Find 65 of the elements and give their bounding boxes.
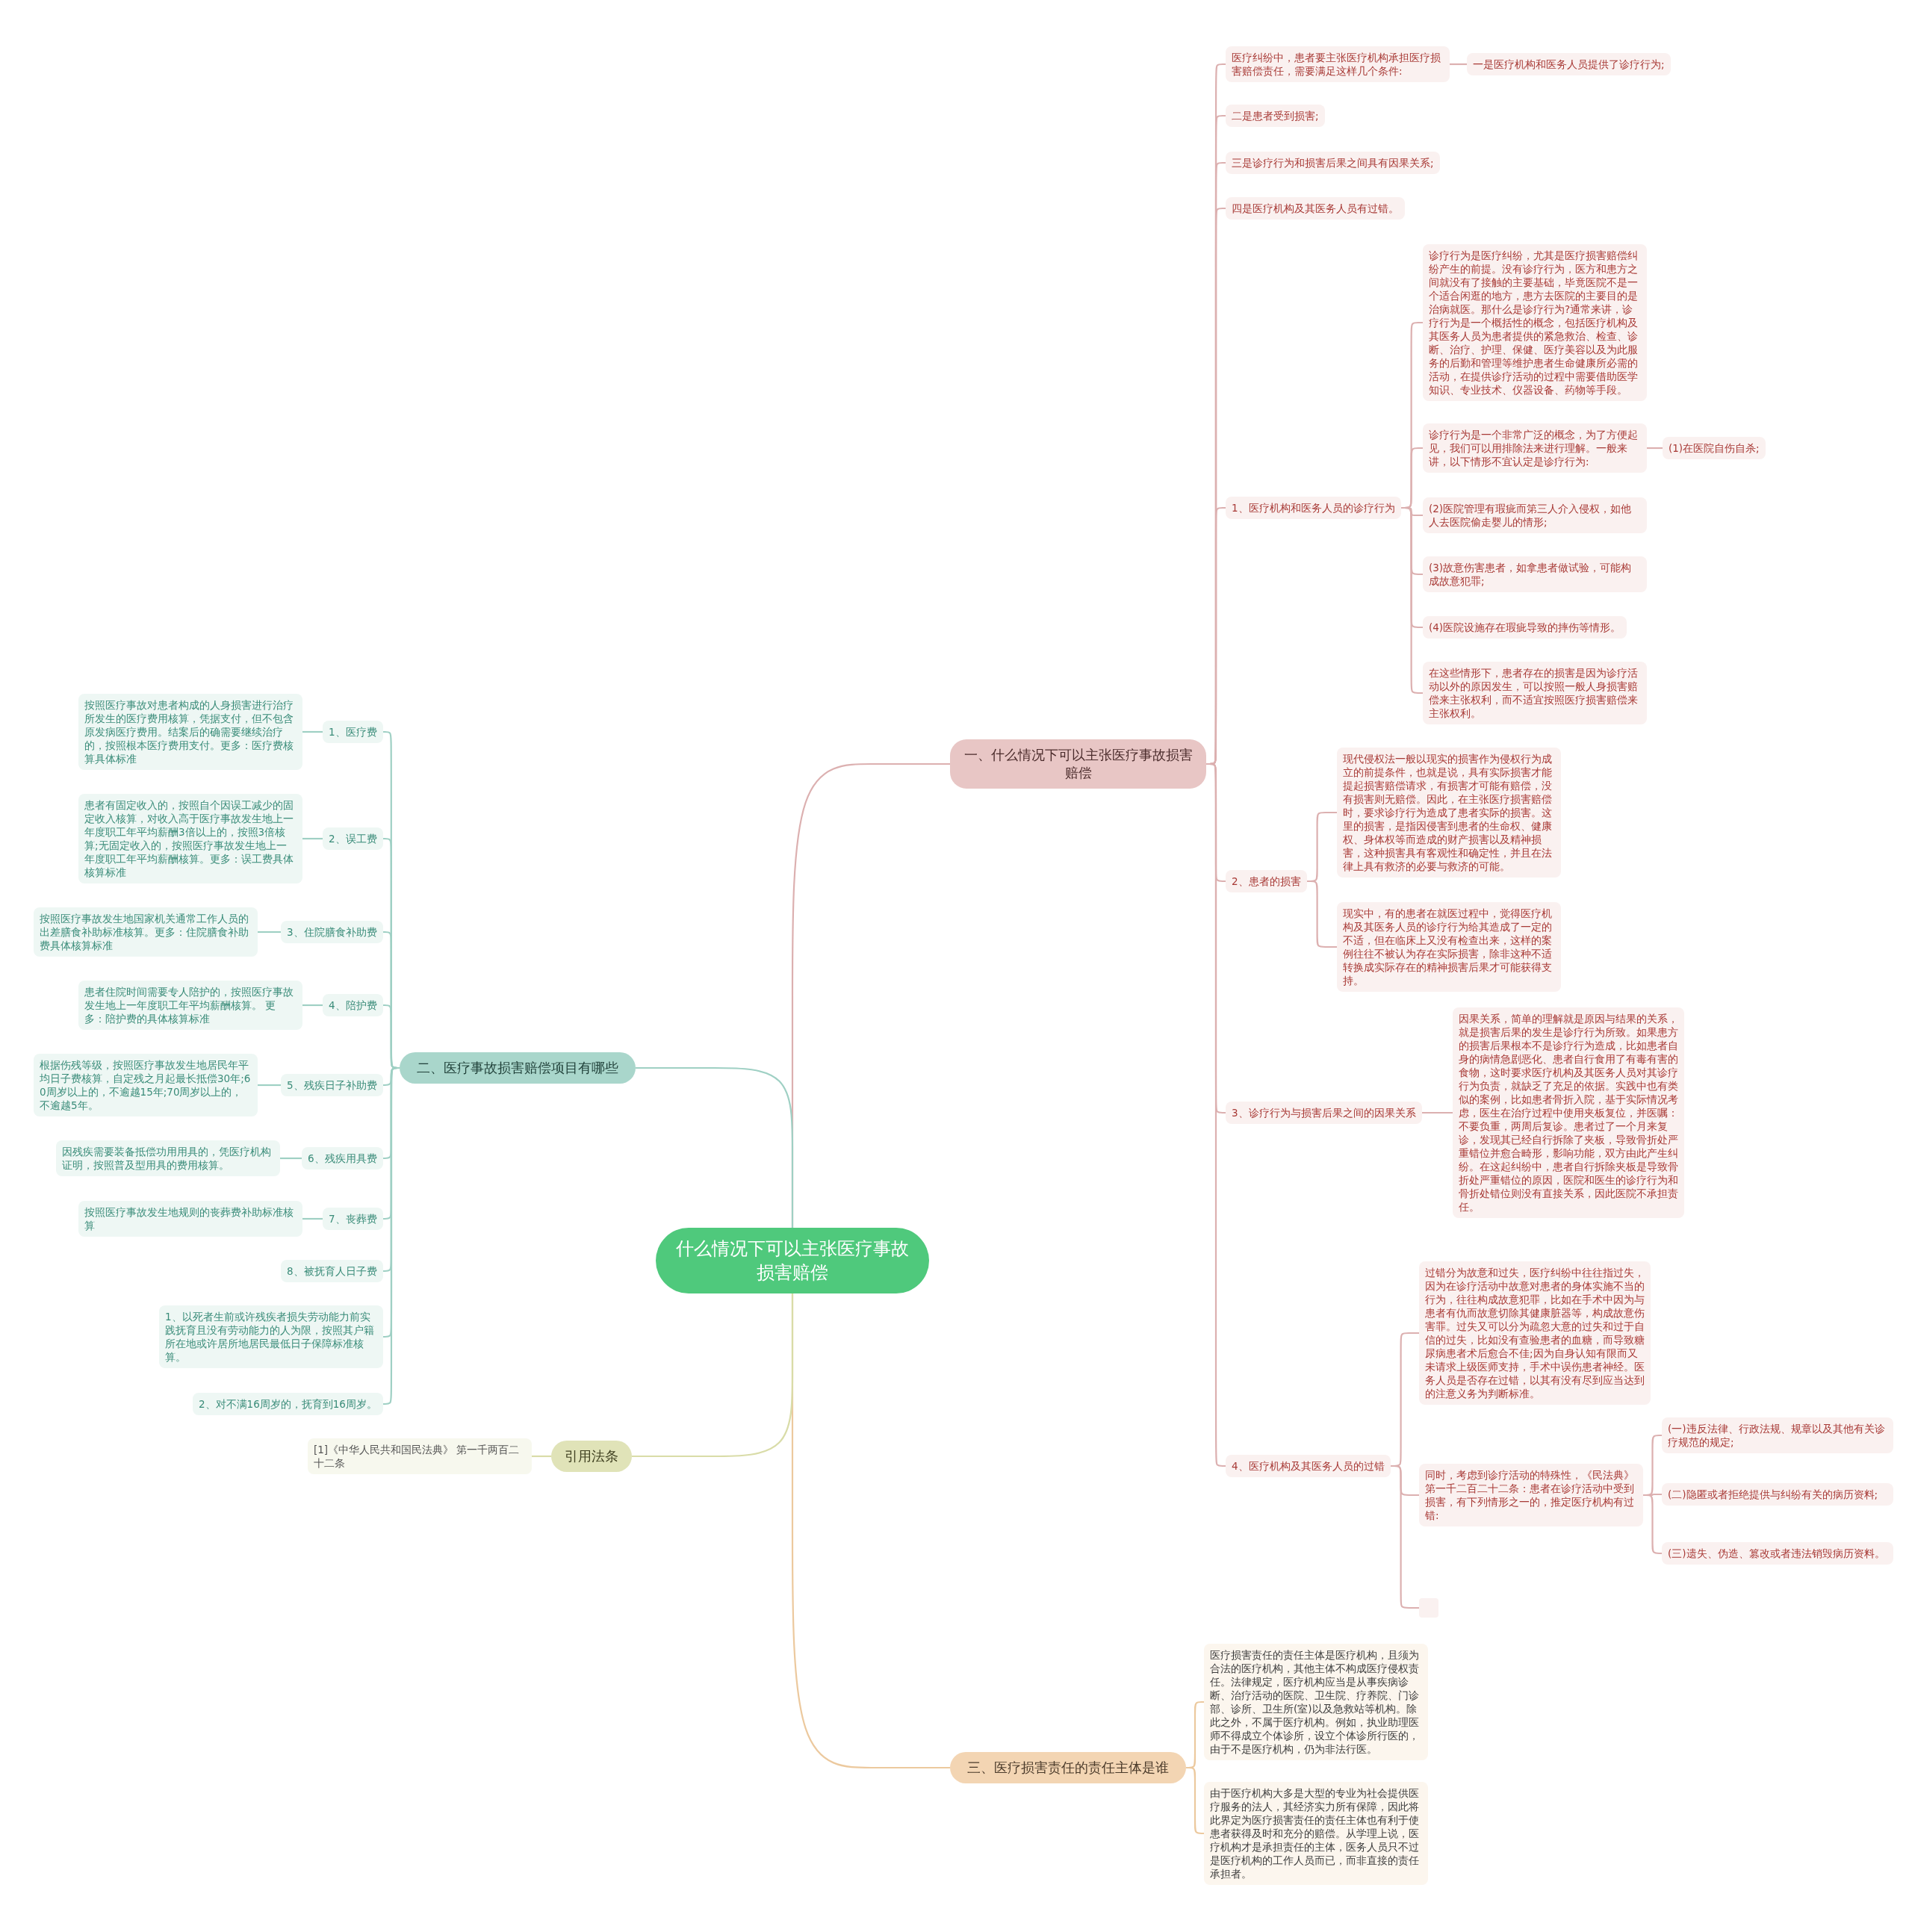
subtopic-box: 1、以死者生前或许残疾者损失劳动能力前实践抚育且没有劳动能力的人为限，按照其户籍所在地或许居所地居民最低日子保障标准核算。 — [159, 1305, 383, 1368]
subtopic-box: 根据伤残等级，按照医疗事故发生地居民年平均日子费核算，自定残之月起最长抵偿30年;60周岁以上的，不逾越15年;70周岁以上的，不逾越5年。 — [34, 1054, 258, 1116]
subtopic-box: (3)故意伤害患者，如拿患者做试验，可能构成故意犯罪; — [1423, 556, 1647, 592]
connector-line — [1647, 447, 1663, 450]
subtopic-box: 6、残疾用具费 — [302, 1147, 383, 1170]
empty-topic-box — [1419, 1598, 1438, 1618]
branch-topic: 三、医疗损害责任的责任主体是谁 — [950, 1752, 1186, 1783]
subtopic-box: 因果关系，简单的理解就是原因与结果的关系，就是损害后果的发生是诊疗行为所致。如果患方的损害后果根本不是诊疗行为造成，比如患者自身的病情急剧恶化、患者自行食用了有毒有害的食物，这时要求医疗机构及其医务人员对其诊疗行为负责，就缺乏了充足的依据。实践中也有类似的案例，比如患者骨折入院，基于实际情况考虑，医生在治疗过程中使用夹板复位，并医嘱：不要负重，两周后复诊。患者过了一个月来复诊，发现其已经自行拆除了夹板，导致骨折处严重错位并愈合畸形，影响功能，双方由此产生纠纷。在这起纠纷中，患者自行拆除夹板是导致骨折处严重错位的原因，医院和医生的诊疗行为和骨折处错位则没有直接关系，因此医院不承担责任。 — [1453, 1007, 1684, 1218]
connector-line — [302, 1217, 323, 1220]
subtopic-box: 因残疾需要装备抵偿功用用具的，凭医疗机构证明，按照普及型用具的费用核算。 — [56, 1140, 280, 1176]
subtopic-box: (1)在医院自伤自杀; — [1663, 437, 1766, 459]
subtopic-box: (二)隐匿或者拒绝提供与纠纷有关的病历资料; — [1662, 1483, 1893, 1506]
subtopic-box: 现代侵权法一般以现实的损害作为侵权行为成立的前提条件，也就是说，具有实际损害才能提起损害赔偿请求，有损害才可能有赔偿，没有损害则无赔偿。因此，在主张医疗损害赔偿时，要求诊疗行为造成了患者实际的损害。这里的损害，是指因侵害到患者的生命权、健康权、身体权等而造成的财产损害以及精神损害，这种损害具有客观性和确定性，并且在法律上具有救济的必要与救济的可能。 — [1337, 748, 1561, 878]
subtopic-box: 患者住院时间需要专人陪护的，按照医疗事故发生地上一年度职工年平均薪酬核算。 更多：陪护费的具体核算标准 — [78, 981, 302, 1030]
subtopic-box: 四是医疗机构及其医务人员有过错。 — [1226, 197, 1405, 220]
connector-line — [302, 1004, 323, 1007]
subtopic-box: (4)医院设施存在瑕疵导致的摔伤等情形。 — [1423, 616, 1627, 639]
subtopic-box: 5、残疾日子补助费 — [281, 1074, 383, 1096]
subtopic-box: 医疗损害责任的责任主体是医疗机构，且须为合法的医疗机构，其他主体不构成医疗侵权责任。法律规定，医疗机构应当是从事疾病诊断、治疗活动的医院、卫生院、疗养院、门诊部、诊所、卫生所(室)以及急救站等机构。除此之外，不属于医疗机构。例如，执业助理医师不得成立个体诊所，设立个体诊所行医的，由于不是医疗机构，仍为非法行医。 — [1204, 1644, 1428, 1760]
connector-line — [632, 1293, 794, 1458]
subtopic-box: 按照医疗事故发生地规则的丧葬费补助标准核算 — [78, 1201, 302, 1237]
subtopic-box: (一)违反法律、行政法规、规章以及其他有关诊疗规范的规定; — [1662, 1417, 1893, 1453]
branch-topic: 引用法条 — [551, 1441, 632, 1472]
subtopic-box: 诊疗行为是医疗纠纷，尤其是医疗损害赔偿纠纷产生的前提。没有诊疗行为，医方和患方之间就没有了接触的主要基础，毕竟医院不是一个适合闲逛的地方，患方去医院的主要目的是治病就医。那什么是诊疗行为?通常来讲，诊疗行为是一个概括性的概念，包括医疗机构及其医务人员为患者提供的紧急救治、检查、诊断、治疗、护理、保健、医疗美容以及为此服务的后勤和管理等维护患者生命健康所必需的活动，在提供诊疗活动的过程中需要借助医学知识、专业技术、仪器设备、药物等手段。 — [1423, 244, 1647, 401]
subtopic-box: 二是患者受到损害; — [1226, 105, 1325, 127]
subtopic-box: 8、被抚育人日子费 — [281, 1260, 383, 1282]
central-topic: 什么情况下可以主张医疗事故损害赔偿 — [656, 1228, 929, 1293]
connector-line — [302, 837, 323, 840]
connector-line — [1421, 1111, 1453, 1114]
connector-line — [258, 931, 281, 934]
subtopic-box: 同时，考虑到诊疗活动的特殊性，《民法典》第一千二百二十二条：患者在诊疗活动中受到损害，有下列情形之一的，推定医疗机构有过错: — [1419, 1464, 1643, 1526]
subtopic-box: 2、误工费 — [323, 827, 383, 850]
subtopic-box: 3、诊疗行为与损害后果之间的因果关系 — [1226, 1102, 1422, 1124]
subtopic-box: 4、医疗机构及其医务人员的过错 — [1226, 1455, 1391, 1477]
connector-line — [1400, 506, 1424, 695]
subtopic-box: 诊疗行为是一个非常广泛的概念，为了方便起见，我们可以用排除法来进行理解。一般来讲，以下情形不宜认定是诊疗行为: — [1423, 423, 1647, 473]
subtopic-box: 由于医疗机构大多是大型的专业为社会提供医疗服务的法人，其经济实力所有保障，因此将此界定为医疗损害责任的责任主体也有利于使患者获得及时和充分的赔偿。从学理上说，医疗机构才是承担责任的主体，医务人员只不过是医疗机构的工作人员而已，而非直接的责任承担者。 — [1204, 1782, 1428, 1885]
subtopic-box: 在这些情形下，患者存在的损害是因为诊疗活动以外的原因发生，可以按照一般人身损害赔偿来主张权利，而不适宜按照医疗损害赔偿来主张权利。 — [1423, 662, 1647, 724]
subtopic-box: [1]《中华人民共和国民法典》 第一千两百二十二条 — [308, 1438, 532, 1474]
subtopic-box: 现实中，有的患者在就医过程中，觉得医疗机构及其医务人员的诊疗行为给其造成了一定的不适，但在临床上又没有检查出来，这样的案例往往不被认为存在实际损害，除非这种不适转换成实际存在的精神损害后果才可能获得支持。 — [1337, 902, 1561, 992]
branch-topic: 一、什么情况下可以主张医疗事故损害赔偿 — [950, 739, 1206, 789]
subtopic-box: 医疗纠纷中，患者要主张医疗机构承担医疗损害赔偿责任，需要满足这样几个条件: — [1226, 46, 1450, 82]
connector-line — [258, 1084, 281, 1087]
subtopic-box: 3、住院膳食补助费 — [281, 921, 383, 943]
branch-topic: 二、医疗事故损害赔偿项目有哪些 — [400, 1052, 636, 1084]
subtopic-box: 三是诊疗行为和损害后果之间具有因果关系; — [1226, 152, 1440, 174]
subtopic-box: (2)医院管理有瑕疵而第三人介入侵权，如他人去医院偷走婴儿的情形; — [1423, 497, 1647, 533]
connector-line — [302, 730, 323, 733]
connector-line — [1642, 1494, 1663, 1555]
subtopic-box: 过错分为故意和过失，医疗纠纷中往往指过失，因为在诊疗活动中故意对患者的身体实施不当的行为，往往构成故意犯罪，比如在手术中因为与患者有仇而故意切除其健康脏器等，构成故意伤害罪。过失又可以分为疏忽大意的过失和过于自信的过失，比如没有查验患者的血糖，而导致糖尿病患者术后愈合不佳;因为自身认知有限而又未请求上级医师支持，手术中误伤患者神经。医务人员是否存在过错，以其有没有尽到应当达到的注意义务为判断标准。 — [1419, 1261, 1651, 1405]
connector-line — [636, 1066, 794, 1228]
subtopic-box: 患者有固定收入的，按照自个因误工减少的固定收入核算，对收入高于医疗事故发生地上一年度职工年平均薪酬3倍以上的，按照3倍核算;无固定收入的，按照医疗事故发生地上一年度职工年平均薪酬核算。更多：误工费具体核算标准 — [78, 794, 302, 883]
subtopic-box: 7、丧葬费 — [323, 1208, 383, 1230]
subtopic-box: 1、医疗机构和医务人员的诊疗行为 — [1226, 497, 1401, 519]
connector-line — [280, 1157, 302, 1160]
subtopic-box: 2、患者的损害 — [1226, 870, 1307, 892]
subtopic-box: (三)遗失、伪造、篡改或者违法销毁病历资料。 — [1662, 1542, 1893, 1565]
subtopic-box: 2、对不满16周岁的，抚育到16周岁。 — [193, 1393, 383, 1415]
subtopic-box: 1、医疗费 — [323, 721, 383, 743]
subtopic-box: 按照医疗事故发生地国家机关通常工作人员的出差膳食补助标准核算。更多：住院膳食补助费具体核算标准 — [34, 907, 258, 957]
subtopic-box: 一是医疗机构和医务人员提供了诊疗行为; — [1467, 53, 1671, 75]
subtopic-box: 按照医疗事故对患者构成的人身损害进行治疗所发生的医疗费用核算，凭据支付，但不包含原发病医疗费用。结案后的确需要继续治疗的，按照根本医疗费用支付。更多：医疗费核算具体标准 — [78, 694, 302, 770]
connector-line — [1450, 63, 1467, 66]
connector-line — [532, 1455, 551, 1458]
subtopic-box: 4、陪护费 — [323, 994, 383, 1016]
